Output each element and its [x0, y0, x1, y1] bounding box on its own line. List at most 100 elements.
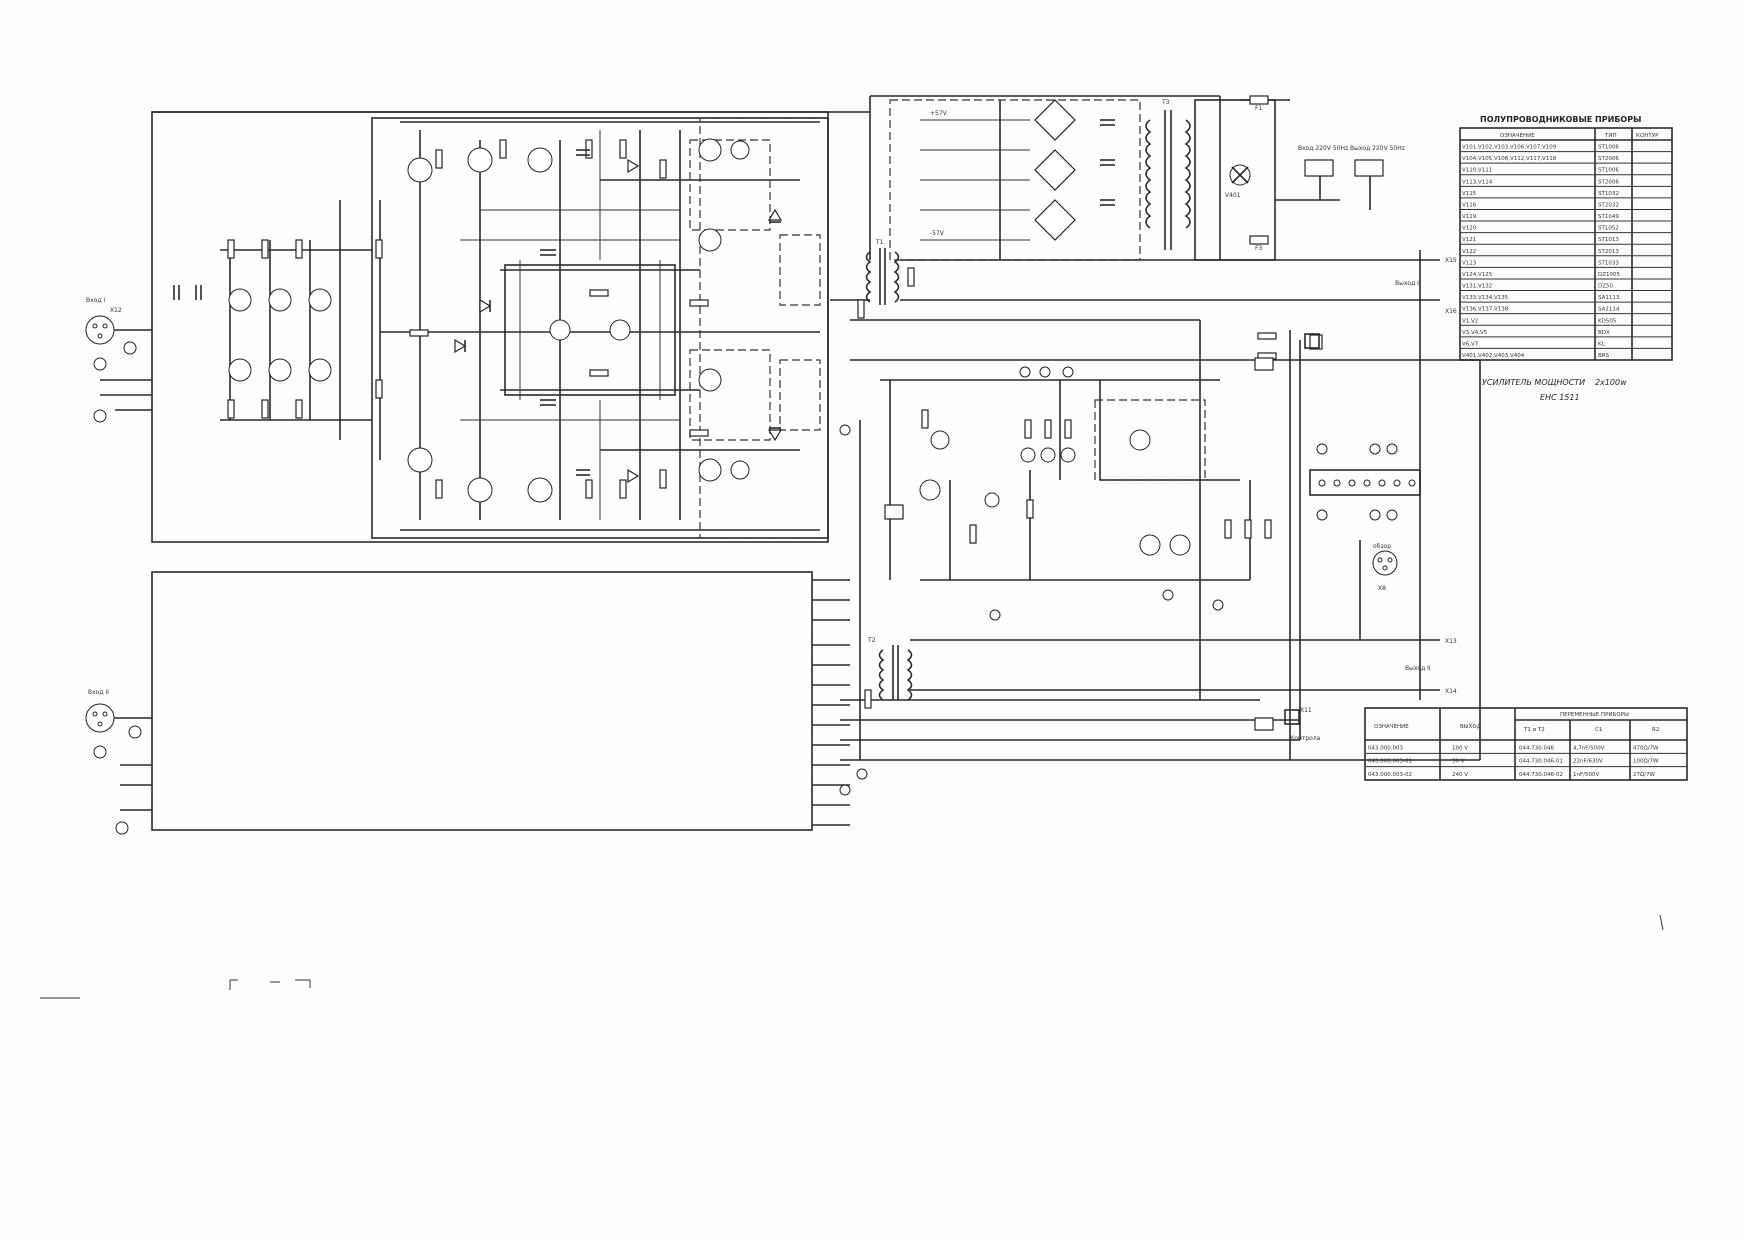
table-cell: ST2006 — [1598, 179, 1619, 185]
table-cell: ST1013 — [1598, 237, 1619, 243]
title-block: УСИЛИТЕЛЬ МОЩНОСТИ 2x100w ЕНС 1511 — [1482, 378, 1627, 402]
table-cell: V1,V2 — [1462, 318, 1478, 324]
table-cell: V115 — [1462, 191, 1477, 197]
semi-col-0: ОЗНАЧЕНИЕ — [1500, 133, 1535, 139]
table-cell: ST2006 — [1598, 156, 1619, 162]
table-cell: ST1032 — [1598, 191, 1619, 197]
t3-label: T3 — [1161, 99, 1170, 106]
table-cell: V110,V111 — [1462, 168, 1492, 174]
f3-label: F3 — [1255, 245, 1262, 252]
table-cell: V124,V125 — [1462, 272, 1493, 278]
table-cell: ST2032 — [1598, 202, 1619, 208]
var-col-4: R2 — [1652, 727, 1659, 733]
x12-label: X12 — [110, 307, 122, 314]
minus-v-label: -57V — [930, 230, 945, 237]
table-cell: 044.730.046 — [1519, 745, 1554, 751]
table-cell: ST1033 — [1598, 260, 1619, 266]
input-ii-label: Вход II — [88, 689, 109, 696]
out1-label: Выход I — [1395, 280, 1419, 287]
table-cell: V123 — [1462, 260, 1477, 266]
x16-label: X16 — [1445, 308, 1457, 315]
table-cell: V101,V102,V103,V106,V107,V109 — [1462, 145, 1557, 151]
output-transformer-t1: T1 X15 X16 Выход I — [830, 239, 1457, 319]
table-cell: V3,V4,V5 — [1462, 330, 1488, 336]
table-cell: ST1049 — [1598, 214, 1619, 220]
table-cell: 100Ω/7W — [1633, 759, 1659, 765]
table-cell: 044.730.046-01 — [1519, 759, 1563, 765]
power-supply-section: T3 +57V -57V — [869, 95, 1221, 261]
table-cell: SA1114 — [1598, 307, 1620, 313]
x11-connector: X11 Контрола — [1254, 333, 1321, 742]
diode-group-upper — [454, 158, 783, 484]
model-number: ЕНС 1511 — [1540, 393, 1580, 402]
semiconductor-table: ПОЛУПРОВОДНИКОВЫЕ ПРИБОРЫ ОЗНАЧЕНИЕ ТИП … — [1459, 115, 1673, 361]
t2-label: T2 — [867, 637, 876, 644]
lower-amplifier-channel — [151, 571, 850, 831]
monitor-label: обзор — [1373, 543, 1391, 550]
table-cell: 30 V — [1452, 759, 1465, 765]
page-subtitle: 2x100w — [1595, 378, 1627, 387]
x11-label: X11 — [1300, 707, 1312, 714]
var-col-2: T1 и T2 — [1523, 727, 1545, 733]
table-cell: ST1006 — [1598, 168, 1619, 174]
table-cell: 22nF/630V — [1573, 759, 1603, 765]
table-cell: 100 V — [1452, 745, 1468, 751]
upper-amplifier-channel — [151, 111, 870, 543]
table-cell: BDX — [1598, 330, 1610, 336]
table-cell: 043.000.003 — [1368, 745, 1403, 751]
table-cell: 043.000.003-01 — [1368, 759, 1412, 765]
page-title: УСИЛИТЕЛЬ МОЩНОСТИ — [1482, 378, 1585, 387]
monitor-connector: X8 обзор — [1309, 443, 1421, 592]
input-i-label: Вход I — [86, 297, 105, 304]
table-cell: V6,V7 — [1462, 341, 1479, 347]
table-cell: SA1113 — [1598, 295, 1620, 301]
resistor-group-upper — [227, 139, 709, 499]
table-cell: V131,V132 — [1462, 284, 1492, 290]
table-cell: V113,V114 — [1462, 179, 1493, 185]
f1-label: F1 — [1255, 105, 1262, 112]
mains-out-label: Выход 220V 50Hz — [1350, 145, 1405, 152]
x8-label: X8 — [1378, 585, 1386, 592]
mains-section: F1 F3 V401 Вход 220V 50Hz Выход 220V 50H… — [1194, 95, 1405, 261]
table-cell: 1nF/500V — [1573, 772, 1599, 778]
var-col-1: ВЫХОД — [1460, 724, 1482, 730]
input-i-connector: Вход I X12 — [85, 297, 152, 423]
table-cell: ST1006 — [1598, 145, 1619, 151]
capacitor-group-upper — [173, 149, 590, 476]
table-cell: ST2013 — [1598, 249, 1619, 255]
table-cell: 044.730.046-02 — [1519, 772, 1563, 778]
table-cell: KL — [1598, 341, 1606, 347]
table-cell: V121 — [1462, 237, 1476, 243]
table-cell: V133,V134,V135 — [1462, 295, 1509, 301]
variants-table-title: ПЕРЕМЕННЫЕ ПРИБОРЫ — [1560, 712, 1629, 718]
x13-label: X13 — [1445, 638, 1457, 645]
table-cell: V120 — [1462, 226, 1477, 232]
protection-section — [839, 250, 1481, 761]
mains-in-label: Вход 220V 50Hz — [1298, 145, 1348, 152]
semiconductor-table-title: ПОЛУПРОВОДНИКОВЫЕ ПРИБОРЫ — [1480, 115, 1641, 124]
out2-label: Выход II — [1405, 665, 1431, 672]
table-cell: V122 — [1462, 249, 1476, 255]
variants-table: ПЕРЕМЕННЫЕ ПРИБОРЫ ОЗНАЧЕНИЕ ВЫХОД T1 и … — [1364, 707, 1688, 781]
table-cell: V104,V105,V108,V112,V117,V118 — [1462, 156, 1557, 162]
var-col-3: C1 — [1595, 727, 1602, 733]
v401-label: V401 — [1225, 192, 1241, 199]
plus-v-label: +57V — [930, 110, 948, 117]
table-cell: 27Ω/7W — [1633, 772, 1656, 778]
table-cell: V116 — [1462, 202, 1477, 208]
input-ii-connector: Вход II — [85, 689, 152, 835]
table-cell: DZ50 — [1598, 284, 1614, 290]
table-cell: V401,V402,V403,V404 — [1462, 353, 1525, 359]
kontrola-label: Контрола — [1290, 735, 1321, 742]
table-cell: 240 V — [1452, 772, 1468, 778]
stray-marks — [40, 914, 1664, 999]
table-cell: DZ1005 — [1598, 272, 1621, 278]
table-cell: V136,V137,V138 — [1462, 307, 1509, 313]
output-transformer-t2: T2 X13 X14 Выход II — [839, 637, 1457, 796]
table-cell: BRS — [1598, 353, 1610, 359]
semi-col-1: ТИП — [1604, 133, 1617, 139]
